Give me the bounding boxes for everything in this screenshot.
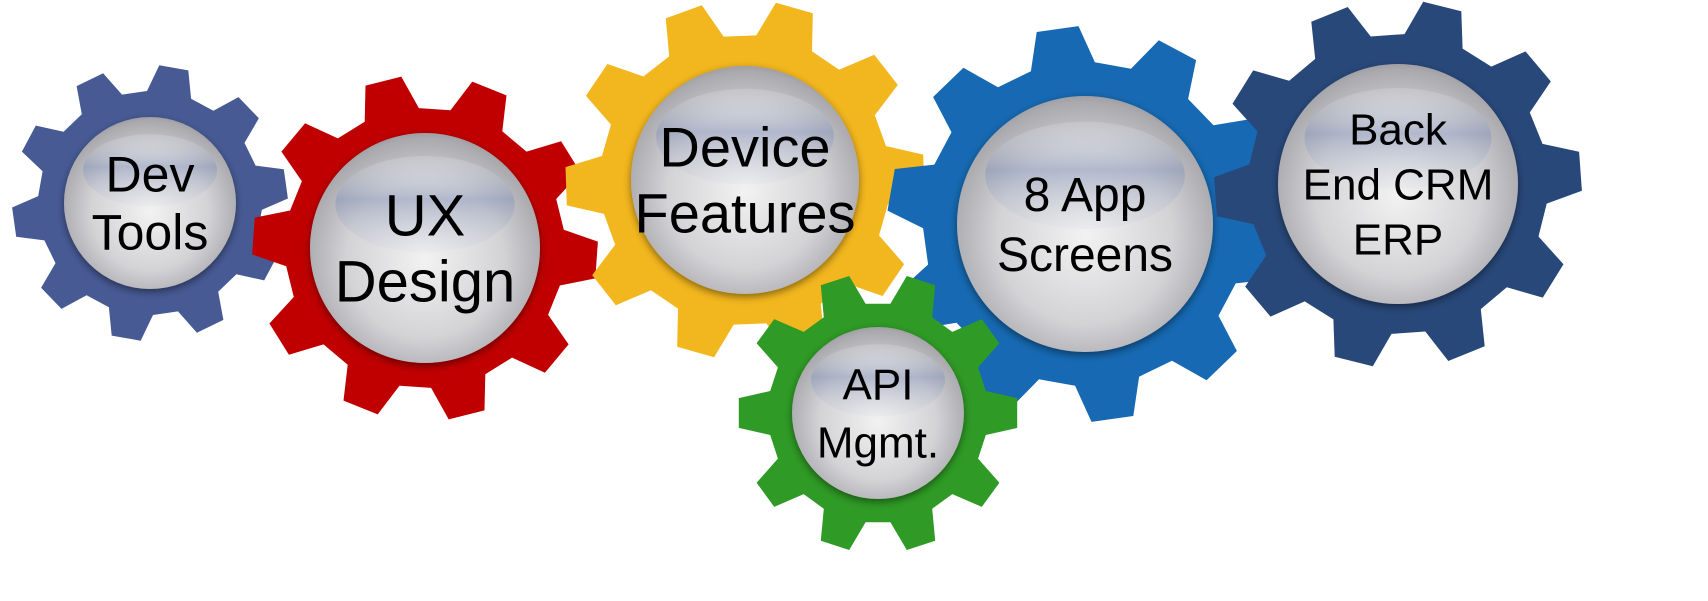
gear-hub-highlight-ux-design <box>335 156 515 253</box>
gear-hub-highlight-back-end <box>1304 87 1492 189</box>
gear-label-back-end-line-2: End CRM <box>1303 160 1494 209</box>
gear-label-back-end-line-1: Back <box>1349 105 1448 154</box>
gear-label-back-end-line-3: ERP <box>1353 215 1443 264</box>
gear-hub-highlight-dev-tools <box>82 134 218 207</box>
gear-label-device-features-line-2: Features <box>635 182 856 245</box>
gear-label-api-mgmt-line-1: API <box>843 360 914 409</box>
gear-hub-highlight-device-features <box>656 88 834 185</box>
gear-label-dev-tools-line-2: Tools <box>92 205 209 261</box>
gear-api-mgmt: API Mgmt. <box>738 276 1018 550</box>
gear-label-ux-design-line-2: Design <box>335 249 516 314</box>
gear-label-device-features-line-1: Device <box>659 116 830 179</box>
gear-hub-highlight-app-screens <box>985 121 1185 230</box>
gear-label-dev-tools-line-1: Dev <box>106 147 195 203</box>
gear-label-api-mgmt-line-2: Mgmt. <box>817 418 939 467</box>
gear-label-app-screens-line-1: 8 App <box>1024 169 1147 222</box>
gear-label-app-screens-line-2: Screens <box>997 229 1173 282</box>
gear-label-ux-design-line-1: UX <box>385 183 466 248</box>
gear-hub-highlight-api-mgmt <box>810 344 946 417</box>
